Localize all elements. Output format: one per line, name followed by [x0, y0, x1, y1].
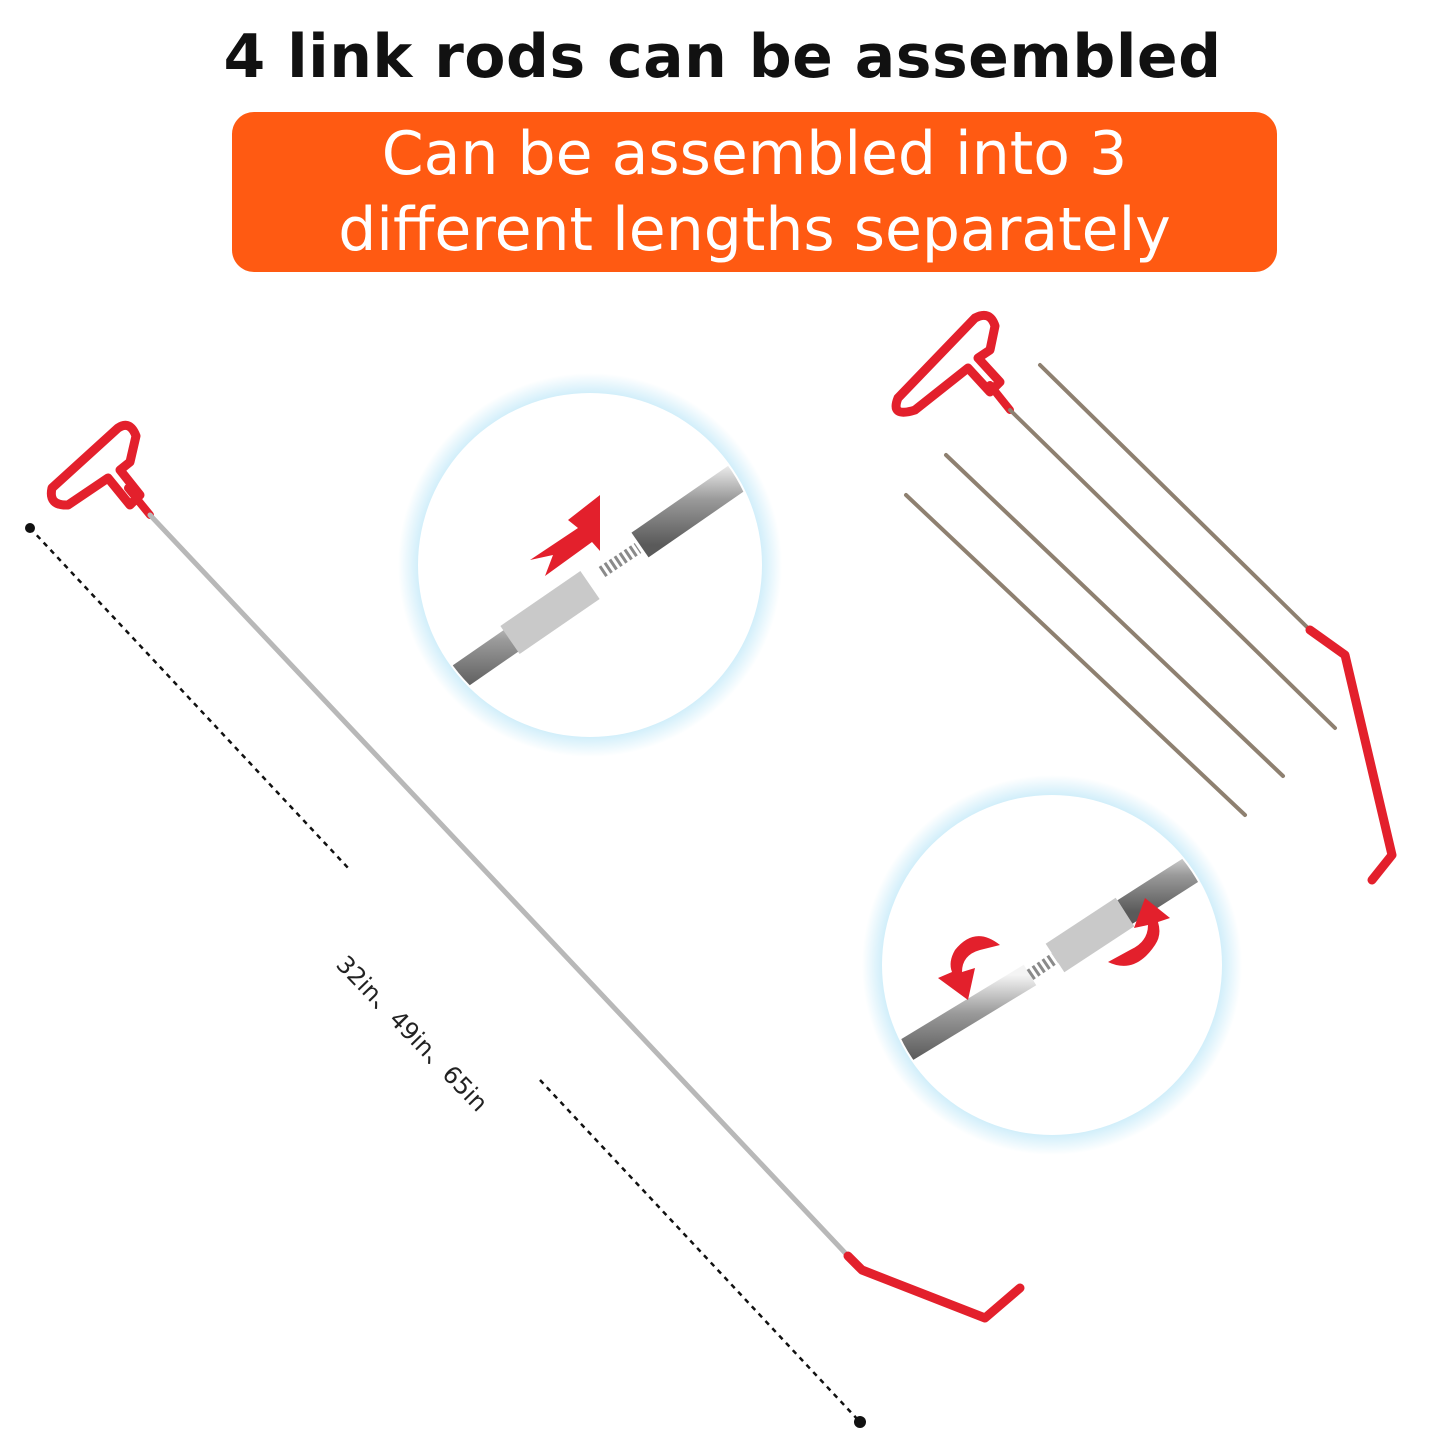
rod-shaft	[147, 512, 851, 1259]
rod-hook	[843, 1251, 1025, 1323]
middle-rod-1	[944, 453, 1285, 778]
assembled-rod	[46, 420, 1025, 1323]
rod-with-handle	[891, 310, 1337, 730]
rotate-arrows-icon	[938, 898, 1170, 1000]
orange-banner: Can be assembled into 3 different length…	[232, 112, 1277, 272]
banner-line-1: Can be assembled into 3	[381, 119, 1128, 189]
arrow-down-left-icon	[530, 495, 600, 576]
dimension-line	[25, 523, 866, 1428]
hook-end	[1305, 625, 1397, 885]
t-handle	[891, 310, 1005, 417]
rod-t-handle	[46, 420, 145, 510]
banner-line-2: different lengths separately	[338, 195, 1171, 265]
rod-with-hook	[1038, 363, 1312, 632]
headline: 4 link rods can be assembled	[223, 22, 1222, 92]
connect-detail-circle	[398, 373, 782, 757]
separate-rods	[891, 310, 1397, 885]
twist-detail-circle	[862, 775, 1242, 1155]
middle-rod-2	[904, 493, 1247, 817]
